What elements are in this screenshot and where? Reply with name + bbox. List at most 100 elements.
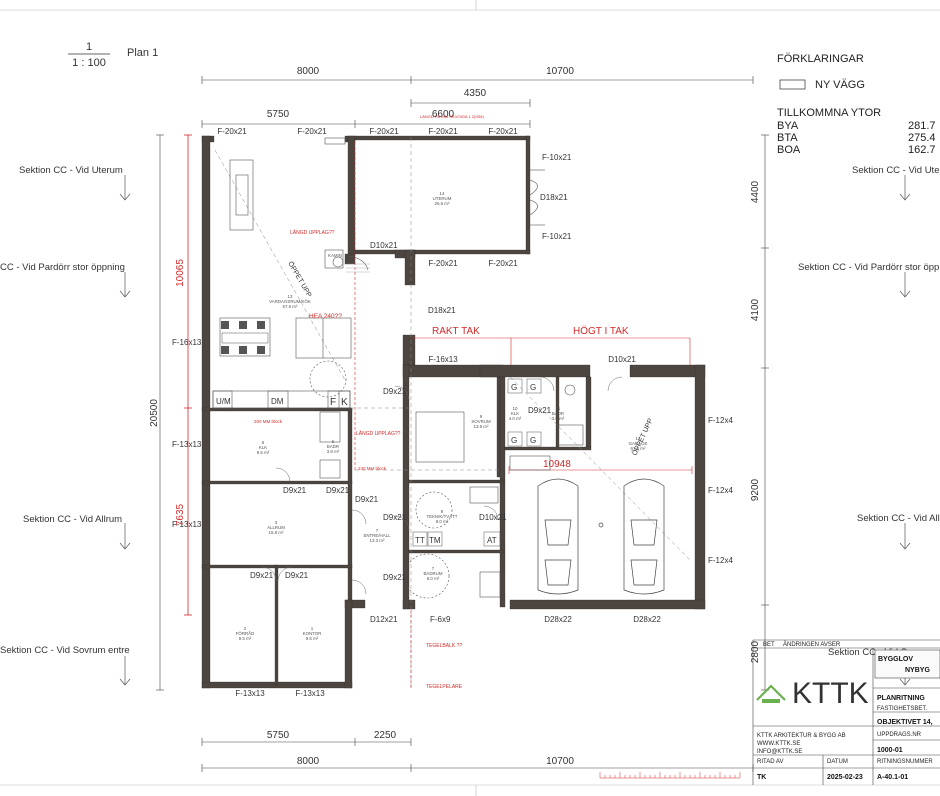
room-label-line: 9.5 m² — [257, 450, 270, 455]
dim-left-7635: 7635 — [175, 503, 186, 526]
label-d28-2: D28x22 — [633, 615, 661, 624]
top-dimensions — [201, 76, 754, 128]
legend-added-title: TILLKOMMNA YTOR — [777, 107, 881, 119]
dim-right-4100: 4100 — [750, 298, 761, 321]
label-f10-2: F-10x21 — [542, 232, 572, 241]
label-f12-3: F-12x4 — [708, 556, 733, 565]
room-label-line: 7 — [376, 528, 379, 533]
room-label-line: 57.5 m² — [283, 304, 298, 309]
room-label-line: 15.8 m² — [269, 530, 284, 535]
dim-right-2800: 2800 — [750, 640, 761, 663]
room-label-line: 11 — [556, 406, 561, 411]
room-label-line: ALLRUM — [267, 525, 285, 530]
legend: FÖRKLARINGAR NY VÄGG TILLKOMMNA YTOR BYA… — [777, 53, 936, 156]
title-block — [752, 639, 940, 785]
fixture-tm: TM — [429, 536, 441, 545]
room-label-line: BADRUM — [423, 571, 442, 576]
label-d28-1: D28x22 — [544, 615, 572, 624]
label-f10-1: F-10x21 — [542, 153, 572, 162]
room-label-line: SOVRUM — [471, 419, 491, 424]
dim-bot-10700: 10700 — [546, 756, 574, 767]
tb-ritad-label: RITAD AV — [757, 759, 783, 765]
room-label-line: 67.8 m² — [631, 446, 646, 451]
logo-text: KTTK — [792, 677, 869, 710]
fixture-g-4: G — [530, 436, 536, 445]
label-d10-2: D10x21 — [608, 355, 636, 364]
garage-dimension-10948: 10948 — [543, 459, 571, 470]
opening-labels: F-20x21 F-20x21 F-20x21 F-20x21 F-20x21 … — [172, 127, 733, 698]
dim-bot-8000: 8000 — [297, 756, 320, 767]
fixture-g-2: G — [530, 383, 536, 392]
room-label-line: GARAGE — [629, 441, 648, 446]
scale-bar — [599, 772, 741, 779]
fixture-k: K — [341, 397, 348, 408]
tb-datum-label: DATUM — [827, 759, 848, 765]
note-langd-upplag-2: LÄNGD UPPLAG?? — [356, 430, 401, 437]
dim-right-4400: 4400 — [750, 180, 761, 203]
room-label-line: 5 — [262, 440, 265, 445]
section-right-uterum: Sektion CC - Vid Uterum — [852, 165, 940, 176]
label-f20-4: F-20x21 — [428, 127, 458, 136]
right-dimensions — [761, 134, 769, 691]
room-label-line: ENTRE/HALL — [363, 533, 391, 538]
note-hea-240: HEA 240?? — [309, 313, 342, 320]
room-label-line: FÖRRÅD — [236, 631, 255, 636]
tb-bygglov-2: NYBYG — [905, 667, 930, 674]
room-label-line: 3.0 m² — [552, 416, 565, 421]
room-label-line: KLK — [259, 445, 267, 450]
room-label-line: 12 — [636, 436, 641, 441]
room-label-line: KAMIN — [328, 253, 342, 258]
label-d9-4: D9x21 — [355, 495, 379, 504]
section-left-allrum: Sektion CC - Vid Allrum — [23, 514, 122, 525]
uterum-openings — [324, 169, 545, 271]
tb-andring: ÄNDRINGEN AVSER — [783, 641, 841, 648]
tb-ritnr-label: RITNINGSNUMMER — [877, 759, 933, 765]
room-label-line: 8 — [441, 509, 444, 514]
tb-bygglov-1: BYGGLOV — [878, 656, 913, 663]
note-rakt-tak: RAKT TAK — [432, 326, 480, 337]
room-label-line: 7 — [432, 566, 435, 571]
tb-web: WWW.KTTK.SE — [757, 741, 800, 747]
label-f13-2: F-13x13 — [172, 520, 202, 529]
room-kamin: KAMIN — [328, 253, 342, 258]
plan-label: Plan 1 — [127, 47, 158, 59]
room-label-line: 3 — [275, 520, 278, 525]
legend-title: FÖRKLARINGAR — [777, 53, 864, 65]
kitchen-fixtures — [212, 137, 584, 599]
fixture-at: AT — [487, 536, 497, 545]
label-d9-5: D9x21 — [383, 513, 407, 522]
note-240mm-block: 240 MM block — [358, 466, 387, 471]
tb-planritning: PLANRITNING — [877, 695, 925, 702]
dim-right-9200: 9200 — [750, 478, 761, 501]
room-label-line: BADR — [552, 411, 564, 416]
label-d9-2: D9x21 — [283, 486, 307, 495]
note-tegelbalk: TEGELBALK ?? — [426, 643, 462, 649]
room-label-line: 10 — [513, 406, 518, 411]
section-left-sovrum: Sektion CC - Vid Sovrum entre — [0, 645, 130, 656]
room-label-line: 3.9 m² — [327, 449, 340, 454]
label-f13-1: F-13x13 — [172, 440, 202, 449]
section-left-uterum: Sektion CC - Vid Uterum — [19, 165, 123, 176]
room-label-line: 9.5 m² — [239, 636, 252, 641]
dim-left-10065: 10065 — [175, 259, 186, 287]
label-f16-2: F-16x13 — [428, 355, 458, 364]
dim-bot-5750: 5750 — [267, 730, 290, 741]
room-label-line: 6.0 m² — [427, 576, 440, 581]
label-d18-2: D18x21 — [428, 306, 456, 315]
room-label-line: UTERUM — [433, 196, 452, 201]
label-d9-8: D9x21 — [383, 573, 407, 582]
kttk-logo: KTTK — [756, 677, 869, 710]
fixture-f: F — [330, 397, 336, 408]
note-200mm-block: 200 MM block — [254, 419, 283, 424]
room-label-line: 13 — [288, 294, 293, 299]
